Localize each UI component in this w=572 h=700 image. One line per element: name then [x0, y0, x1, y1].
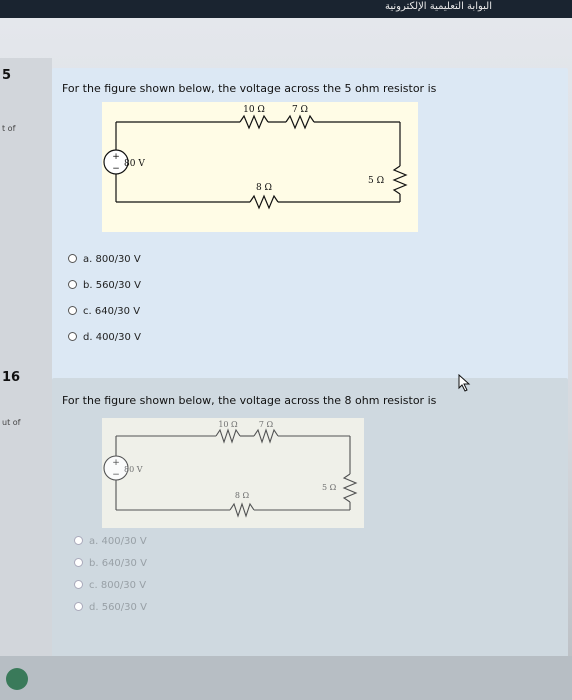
question-card-5: For the figure shown below, the voltage …	[52, 68, 568, 388]
radio-button[interactable]	[68, 306, 77, 315]
svg-text:−: −	[112, 470, 120, 480]
option-b[interactable]: b. 640/30 V	[74, 558, 147, 569]
question-number-16: 16	[2, 370, 21, 385]
top-bar: البوابة التعليمية الإلكترونية	[0, 0, 572, 18]
source-label: 80 V	[124, 465, 143, 474]
app-logo-icon[interactable]	[6, 668, 28, 690]
option-d[interactable]: d. 400/30 V	[68, 332, 141, 343]
option-label: d. 560/30 V	[89, 602, 147, 613]
resistor-7-ohm	[253, 428, 279, 444]
option-b[interactable]: b. 560/30 V	[68, 280, 141, 291]
option-label: a. 800/30 V	[83, 254, 141, 265]
option-label: a. 400/30 V	[89, 536, 147, 547]
svg-text:−: −	[112, 164, 120, 174]
resistor-8-ohm	[229, 502, 255, 518]
r-label: 10 Ω	[243, 105, 265, 115]
question-card-16: For the figure shown below, the voltage …	[52, 378, 568, 668]
question-info-5: t of	[2, 124, 16, 133]
r-label: 5 Ω	[368, 176, 384, 186]
r-label: 8 Ω	[256, 183, 272, 193]
mouse-cursor-icon	[458, 374, 471, 392]
r-label: 5 Ω	[322, 483, 337, 492]
option-d[interactable]: d. 560/30 V	[74, 602, 147, 613]
radio-button[interactable]	[74, 536, 83, 545]
svg-text:+: +	[112, 152, 120, 162]
resistor-5-ohm	[342, 473, 358, 503]
r-label: 8 Ω	[235, 491, 250, 500]
circuit-figure: + − 80 V 10 Ω 7 Ω 5 Ω 8 Ω	[102, 102, 418, 232]
radio-button[interactable]	[74, 602, 83, 611]
svg-text:+: +	[112, 458, 120, 468]
source-label: 80 V	[124, 159, 145, 169]
taskbar	[0, 656, 572, 700]
resistor-10-ohm	[239, 114, 269, 130]
option-label: c. 640/30 V	[83, 306, 141, 317]
radio-button[interactable]	[74, 580, 83, 589]
r-label: 7 Ω	[259, 420, 274, 429]
resistor-8-ohm	[249, 194, 279, 210]
resistor-7-ohm	[285, 114, 315, 130]
option-label: b. 560/30 V	[83, 280, 141, 291]
resistor-10-ohm	[215, 428, 241, 444]
radio-button[interactable]	[68, 280, 77, 289]
radio-button[interactable]	[68, 254, 77, 263]
question-text: For the figure shown below, the voltage …	[62, 82, 437, 95]
circuit-diagram: + − 80 V 10 Ω 7 Ω 5 Ω 8 Ω	[103, 105, 408, 210]
quiz-page: 5 t of 16 ut of For the figure shown bel…	[0, 18, 572, 700]
option-label: d. 400/30 V	[83, 332, 141, 343]
option-label: c. 800/30 V	[89, 580, 147, 591]
circuit-figure: + − 80 V 10 Ω 7 Ω 5 Ω 8 Ω	[102, 418, 364, 528]
option-a[interactable]: a. 400/30 V	[74, 536, 147, 547]
r-label: 10 Ω	[218, 420, 238, 429]
option-label: b. 640/30 V	[89, 558, 147, 569]
header-title: البوابة التعليمية الإلكترونية	[384, 1, 492, 12]
radio-button[interactable]	[68, 332, 77, 341]
resistor-5-ohm	[392, 165, 408, 195]
question-info-16: ut of	[2, 418, 21, 427]
option-c[interactable]: c. 640/30 V	[68, 306, 140, 317]
circuit-diagram: + − 80 V 10 Ω 7 Ω 5 Ω 8 Ω	[103, 420, 358, 518]
option-a[interactable]: a. 800/30 V	[68, 254, 141, 265]
question-number-5: 5	[2, 68, 12, 83]
radio-button[interactable]	[74, 558, 83, 567]
r-label: 7 Ω	[292, 105, 308, 115]
question-nav-column: 5 t of 16 ut of	[0, 58, 52, 700]
question-text: For the figure shown below, the voltage …	[62, 394, 437, 407]
option-c[interactable]: c. 800/30 V	[74, 580, 146, 591]
